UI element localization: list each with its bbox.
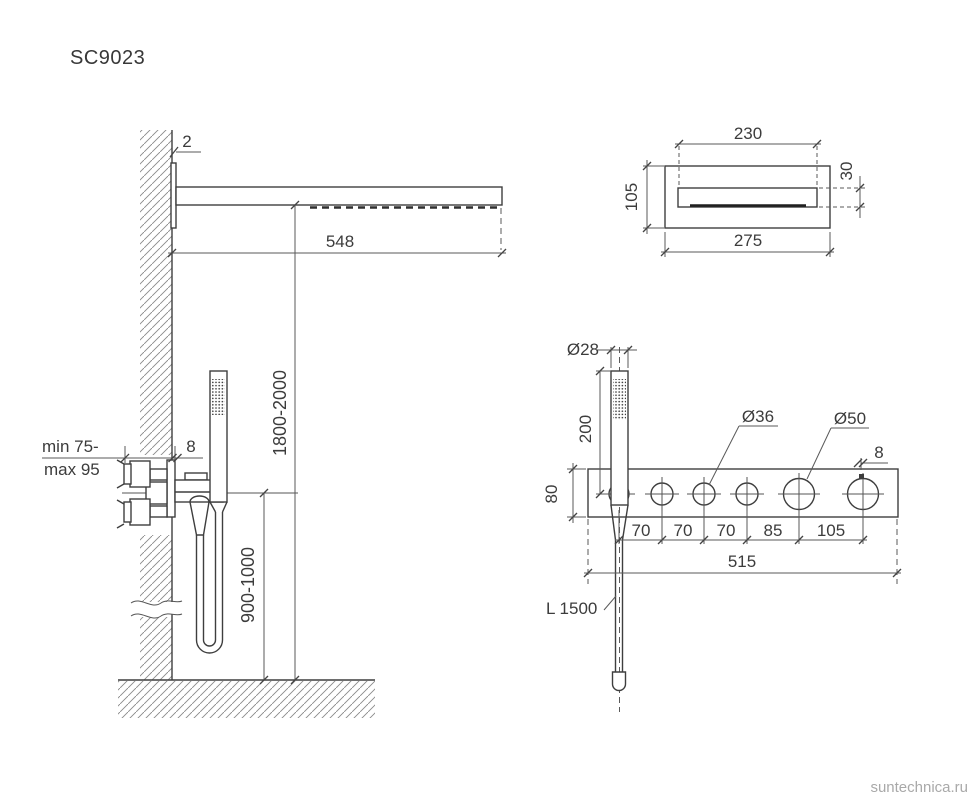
- hose-connector: [189, 495, 210, 536]
- spout-slot: [677, 187, 818, 208]
- handle-knurling: [212, 379, 225, 415]
- label-knob-small: Ø36: [708, 407, 778, 486]
- dim-label-548: 548: [326, 232, 354, 251]
- shower-head-side: [170, 162, 503, 250]
- knob-index-mark: [859, 474, 864, 479]
- dim-label-900-1000: 900-1000: [238, 547, 258, 623]
- label-knob-large: Ø50: [806, 409, 869, 480]
- dim-label-8: 8: [874, 443, 883, 462]
- dim-label-30: 30: [837, 162, 856, 181]
- dim-label-d28: Ø28: [567, 340, 599, 359]
- dim-handshower-diameter: Ø28: [567, 340, 637, 368]
- dim-label-max95: max 95: [44, 460, 100, 479]
- dim-label-275: 275: [734, 231, 762, 250]
- hand-shower-front: [610, 347, 629, 712]
- dim-label-sp4: 85: [764, 521, 783, 540]
- label-hose-length: L 1500: [546, 595, 617, 618]
- knob-small-2: [687, 477, 721, 511]
- knob-small-3: [730, 477, 764, 511]
- dim-label-sp1: 70: [632, 521, 651, 540]
- panel-circles: [603, 473, 884, 515]
- dim-slot-width: 230: [674, 124, 822, 149]
- dim-label-200: 200: [576, 415, 595, 443]
- dim-label-80: 80: [542, 485, 561, 504]
- control-panel: [587, 468, 899, 518]
- dim-panel-height: 80: [542, 463, 586, 523]
- drawing-title: SC9023: [70, 47, 145, 69]
- dim-knob-spacings: 70 70 70 85 105: [614, 510, 868, 545]
- dim-label-230: 230: [734, 124, 762, 143]
- valve-assembly: [116, 459, 298, 529]
- valve-knob-top: [129, 460, 151, 488]
- spout-front-view: 230 105 275 30: [622, 124, 868, 257]
- dim-wall-plate-thickness: 2: [169, 132, 201, 158]
- dim-label-1800-2000: 1800-2000: [270, 370, 290, 456]
- floor-section: [118, 679, 375, 718]
- dim-label-105: 105: [622, 183, 641, 211]
- valve-knob-bottom: [129, 498, 151, 526]
- watermark: suntechnica.ru: [870, 779, 968, 796]
- side-view: 2 548 1800-2000 900-1000: [42, 130, 507, 718]
- dim-label-sp3: 70: [717, 521, 736, 540]
- dim-label-d36: Ø36: [742, 407, 774, 426]
- dim-label-sp2: 70: [674, 521, 693, 540]
- control-panel-view: Ø28 200 80 Ø36: [542, 340, 902, 712]
- knob-large-2: [842, 473, 884, 515]
- wall-section: [130, 130, 183, 680]
- knob-small-1: [645, 477, 679, 511]
- dim-body-depth: 105: [622, 160, 664, 234]
- dim-label-515: 515: [728, 552, 756, 571]
- dim-label-min75: min 75-: [42, 437, 99, 456]
- handle-knurling-front: [613, 379, 626, 420]
- dim-label-sp5: 105: [817, 521, 845, 540]
- hose-loop: [195, 639, 224, 654]
- dim-slot-depth: 30: [819, 162, 868, 218]
- dim-embed-depth: min 75- max 95 8: [42, 437, 203, 479]
- dim-handle-length: 200: [576, 366, 611, 499]
- hand-shower-side: [189, 370, 228, 654]
- dim-label-trim-8: 8: [186, 437, 195, 456]
- knob-large-1: [778, 473, 820, 515]
- hose-end-cap: [611, 671, 627, 692]
- dim-panel-thickness: 8: [853, 443, 888, 470]
- dim-valve-height: 900-1000: [238, 488, 269, 685]
- dim-label-2: 2: [182, 132, 191, 151]
- dim-panel-total-width: 515: [583, 519, 902, 584]
- dim-label-d50: Ø50: [834, 409, 866, 428]
- dim-mount-height: 1800-2000: [270, 200, 300, 685]
- dim-spout-length: 548: [167, 232, 507, 258]
- dim-label-l1500: L 1500: [546, 599, 597, 618]
- dim-body-width: 275: [660, 231, 835, 257]
